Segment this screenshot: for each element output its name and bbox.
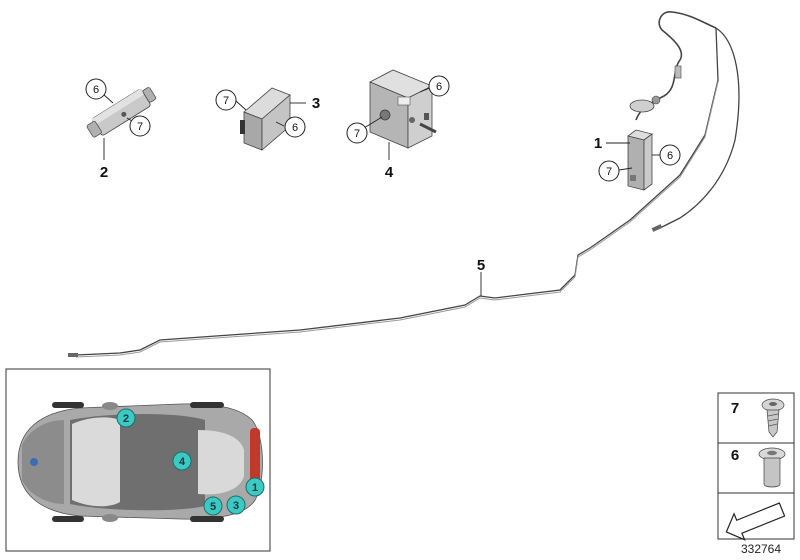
part-2-antenna-amplifier[interactable]: [85, 84, 158, 140]
fastener-legend: 7 6: [717, 392, 795, 541]
part-1-label: 1: [594, 135, 602, 152]
part-3-label: 3: [312, 95, 320, 112]
callout-circle-1-a: 7: [598, 160, 620, 182]
callout-circle-2-a: 6: [85, 78, 107, 100]
location-marker-1-label: 1: [252, 482, 258, 494]
location-marker-4-label: 4: [179, 456, 186, 468]
location-marker-5: 5: [203, 496, 223, 516]
direction-arrow-icon: [725, 502, 786, 541]
callout-circle-3-b: 6: [284, 116, 306, 138]
part-5-antenna-cable[interactable]: [68, 27, 740, 358]
location-marker-2: 2: [116, 408, 136, 428]
legend-item-7[interactable]: 7: [731, 398, 785, 438]
callout-circle-2-a-label: 6: [93, 84, 99, 96]
legend-item-6-label: 6: [731, 447, 739, 464]
location-marker-5-label: 5: [210, 501, 216, 513]
part-1-antenna-module[interactable]: [627, 11, 717, 191]
location-view: 2 4 1 5 3: [5, 368, 271, 552]
callout-circle-4-a-label: 7: [354, 128, 360, 140]
location-marker-3: 3: [226, 495, 246, 515]
callout-circle-3-a: 7: [215, 89, 237, 111]
diagram-number: 332764: [741, 542, 781, 556]
location-marker-4: 4: [172, 451, 192, 471]
location-marker-3-label: 3: [233, 500, 239, 512]
callout-circle-1-b-label: 6: [667, 150, 673, 162]
callout-circle-1-b: 6: [659, 144, 681, 166]
location-marker-1: 1: [245, 477, 265, 497]
rivet-nut-icon: [758, 447, 786, 488]
part-5-label: 5: [477, 257, 485, 274]
callout-circle-4-a: 7: [346, 122, 368, 144]
location-marker-2-label: 2: [123, 413, 129, 425]
callout-circle-3-b-label: 6: [292, 122, 298, 134]
part-2-label: 2: [100, 164, 108, 181]
callout-circle-3-a-label: 7: [223, 95, 229, 107]
part-4-module-box[interactable]: [369, 69, 437, 149]
callout-circle-2-b: 7: [129, 115, 151, 137]
car-top-view: [17, 402, 263, 522]
part-3-control-module[interactable]: [240, 87, 291, 151]
part-4-label: 4: [385, 164, 394, 181]
screw-icon: [761, 398, 785, 438]
callout-circle-4-b-label: 6: [436, 81, 442, 93]
callout-circle-2-b-label: 7: [137, 121, 143, 133]
callout-circle-1-a-label: 7: [606, 166, 612, 178]
legend-item-7-label: 7: [731, 400, 739, 417]
legend-item-6[interactable]: 6: [731, 447, 786, 488]
callout-circle-4-b: 6: [428, 75, 450, 97]
